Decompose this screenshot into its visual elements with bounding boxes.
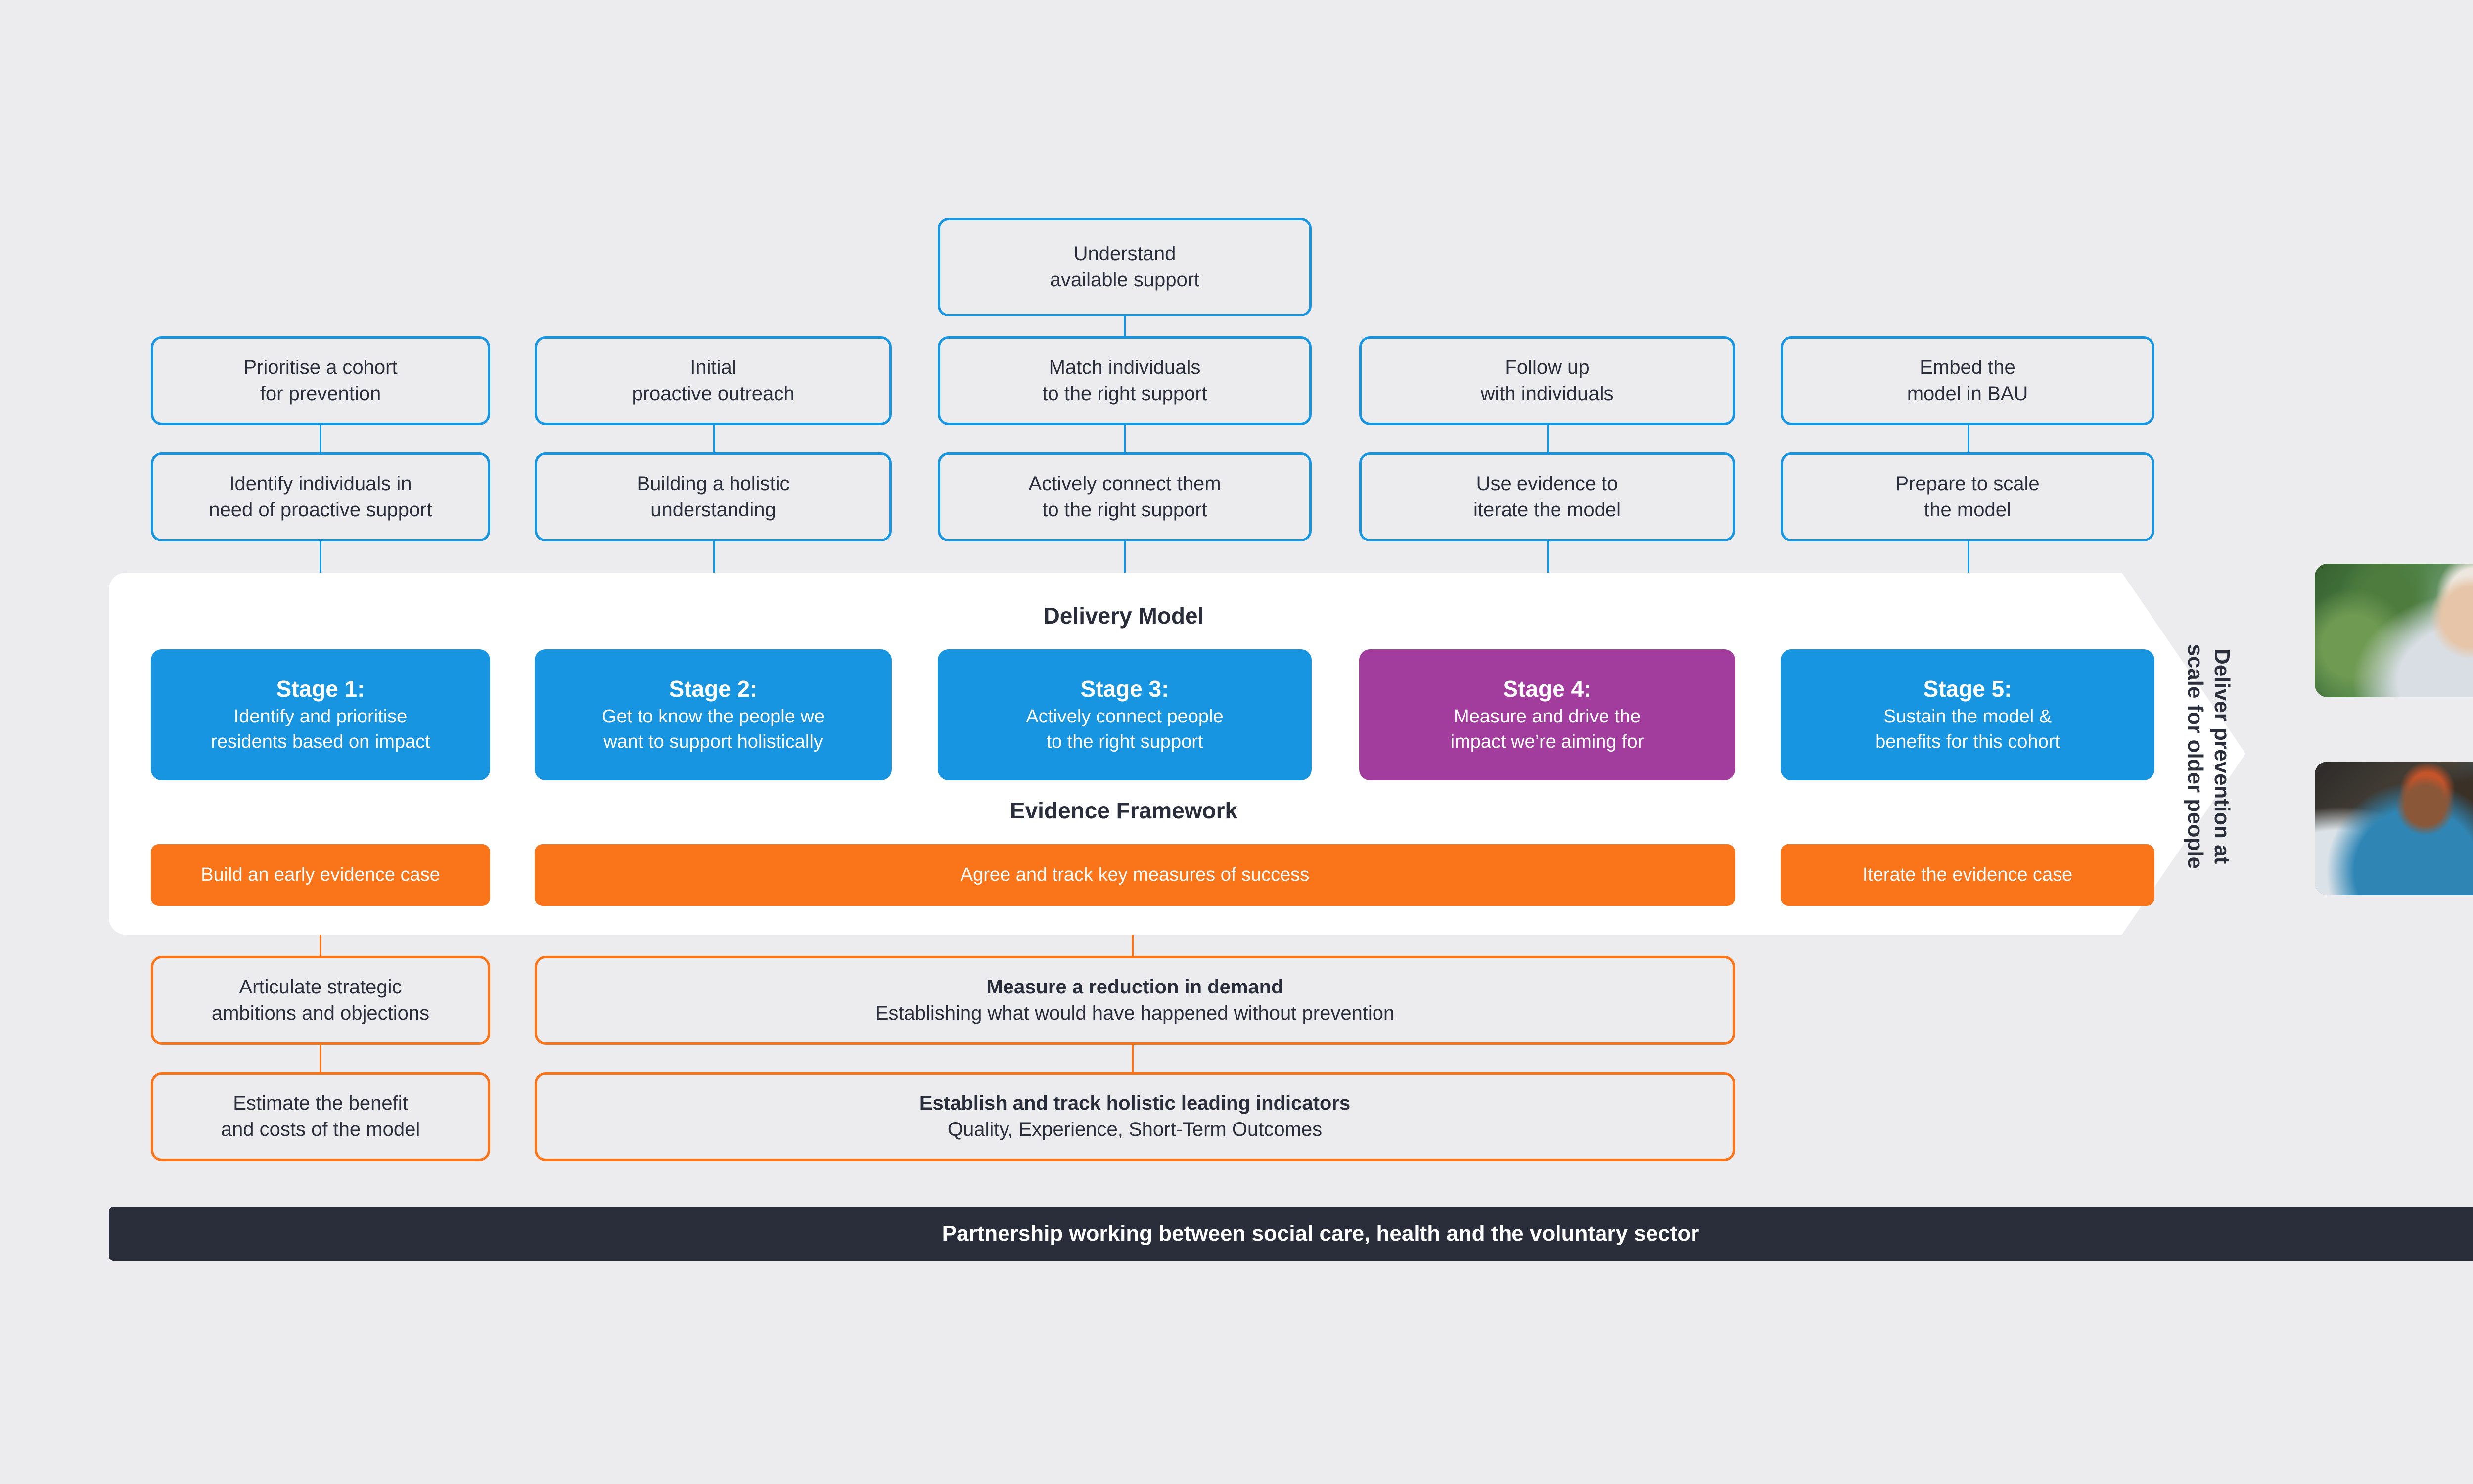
photo-older-woman-with-tablet <box>2315 762 2473 895</box>
journey-top-box-4[interactable]: Follow up with individuals <box>1359 336 1735 425</box>
journey-second-box-2-line1: Building a holistic <box>637 472 790 495</box>
connector-detail-left-link <box>320 1044 321 1089</box>
stage-card-4-line1: Measure and drive the <box>1453 706 1641 727</box>
journey-second-box-4-line1: Use evidence to <box>1476 472 1618 495</box>
journey-top-box-3[interactable]: Match individuals to the right support <box>938 336 1312 425</box>
connector-col4-top-to-second <box>1547 425 1549 470</box>
stage-card-2[interactable]: Stage 2: Get to know the people we want … <box>535 649 892 780</box>
evidence-bar-build-early-case[interactable]: Build an early evidence case <box>151 844 490 906</box>
stage-card-4-line2: impact we’re aiming for <box>1450 731 1644 752</box>
journey-top-box-4-line1: Follow up <box>1505 356 1590 378</box>
connector-detail-wide-link <box>1132 1044 1134 1089</box>
evidence-detail-wide-2[interactable]: Establish and track holistic leading ind… <box>535 1072 1735 1161</box>
evidence-detail-left-2-line1: Estimate the benefit <box>233 1092 408 1114</box>
journey-second-box-4-line2: iterate the model <box>1473 499 1621 521</box>
stage-card-1-line2: residents based on impact <box>211 731 430 752</box>
journey-top-box-4-line2: with individuals <box>1480 383 1614 405</box>
stage-card-4[interactable]: Stage 4: Measure and drive the impact we… <box>1359 649 1735 780</box>
photo-older-man-gardening <box>2315 564 2473 697</box>
photo-older-woman-with-tablet-image <box>2315 762 2473 895</box>
stage-card-5-line1: Sustain the model & <box>1883 706 2052 727</box>
journey-top-box-1[interactable]: Prioritise a cohort for prevention <box>151 336 490 425</box>
journey-second-box-1-line1: Identify individuals in <box>229 472 412 495</box>
journey-second-box-3-line1: Actively connect them <box>1028 472 1221 495</box>
journey-second-box-2-line2: understanding <box>650 499 776 521</box>
stage-card-3-line2: to the right support <box>1046 731 1203 752</box>
journey-second-box-5-line2: the model <box>1924 499 2011 521</box>
journey-top-box-2[interactable]: Initial proactive outreach <box>535 336 892 425</box>
stage-card-5[interactable]: Stage 5: Sustain the model & benefits fo… <box>1781 649 2154 780</box>
evidence-detail-wide-1-sub: Establishing what would have happened wi… <box>875 1002 1395 1024</box>
connector-col1-top-to-second <box>320 425 321 470</box>
stage-card-5-head: Stage 5: <box>1923 676 2012 702</box>
stage-card-1[interactable]: Stage 1: Identify and prioritise residen… <box>151 649 490 780</box>
evidence-detail-left-2-line2: and costs of the model <box>221 1119 420 1140</box>
journey-top-box-2-line2: proactive outreach <box>632 383 795 405</box>
journey-second-box-1-line2: need of proactive support <box>209 499 432 521</box>
journey-top-box-2-line1: Initial <box>690 356 736 378</box>
evidence-detail-wide-1-title: Measure a reduction in demand <box>986 976 1283 998</box>
stage-card-4-head: Stage 4: <box>1503 676 1592 702</box>
stage-card-3-head: Stage 3: <box>1080 676 1169 702</box>
journey-top-box-5[interactable]: Embed the model in BAU <box>1781 336 2154 425</box>
stage-card-2-head: Stage 2: <box>669 676 758 702</box>
vertical-label-line1: Deliver prevention at <box>2209 649 2234 864</box>
stage-card-1-head: Stage 1: <box>276 676 365 702</box>
vertical-label-deliver-prevention: Deliver prevention at scale for older pe… <box>2179 608 2238 905</box>
journey-top-box-1-line2: for prevention <box>260 383 381 405</box>
journey-second-box-5[interactable]: Prepare to scale the model <box>1781 452 2154 541</box>
partnership-banner: Partnership working between social care,… <box>109 1207 2473 1261</box>
stage-card-2-line1: Get to know the people we <box>602 706 824 727</box>
delivery-model-title: Delivery Model <box>1043 603 1204 629</box>
journey-second-box-2[interactable]: Building a holistic understanding <box>535 452 892 541</box>
vertical-label-line2: scale for older people <box>2183 644 2207 869</box>
journey-top-box-3-line1: Match individuals <box>1049 356 1201 378</box>
evidence-bar-iterate-case[interactable]: Iterate the evidence case <box>1781 844 2154 906</box>
connector-col3-top-to-second <box>1124 425 1126 470</box>
journey-top-box-5-line1: Embed the <box>1920 356 2015 378</box>
journey-second-box-3[interactable]: Actively connect them to the right suppo… <box>938 452 1312 541</box>
evidence-framework-title: Evidence Framework <box>1009 798 1238 823</box>
stage-card-3[interactable]: Stage 3: Actively connect people to the … <box>938 649 1312 780</box>
evidence-detail-left-1-line1: Articulate strategic <box>239 976 402 998</box>
journey-top-box-1-line1: Prioritise a cohort <box>243 356 398 378</box>
photo-older-man-gardening-image <box>2315 564 2473 697</box>
stage-card-3-line1: Actively connect people <box>1026 706 1224 727</box>
callout-understand-available-support[interactable]: Understand available support <box>938 218 1312 316</box>
connector-col5-top-to-second <box>1968 425 1969 470</box>
journey-second-box-5-line1: Prepare to scale <box>1895 472 2040 495</box>
evidence-detail-wide-2-sub: Quality, Experience, Short-Term Outcomes <box>947 1119 1323 1140</box>
callout-line2: available support <box>1050 269 1200 291</box>
evidence-detail-left-2[interactable]: Estimate the benefit and costs of the mo… <box>151 1072 490 1161</box>
stage-card-5-line2: benefits for this cohort <box>1875 731 2060 752</box>
journey-top-box-5-line2: model in BAU <box>1907 383 2028 405</box>
evidence-detail-left-1-line2: ambitions and objections <box>211 1002 430 1024</box>
evidence-detail-wide-1[interactable]: Measure a reduction in demand Establishi… <box>535 956 1735 1045</box>
evidence-bar-agree-track-measures[interactable]: Agree and track key measures of success <box>535 844 1735 906</box>
stage-card-1-line1: Identify and prioritise <box>233 706 408 727</box>
connector-col2-top-to-second <box>713 425 715 470</box>
journey-second-box-4[interactable]: Use evidence to iterate the model <box>1359 452 1735 541</box>
journey-top-box-3-line2: to the right support <box>1042 383 1207 405</box>
callout-line1: Understand <box>1073 242 1176 265</box>
evidence-detail-left-1[interactable]: Articulate strategic ambitions and objec… <box>151 956 490 1045</box>
journey-second-box-1[interactable]: Identify individuals in need of proactiv… <box>151 452 490 541</box>
evidence-detail-wide-2-title: Establish and track holistic leading ind… <box>919 1092 1351 1114</box>
stage-card-2-line2: want to support holistically <box>603 731 823 752</box>
journey-second-box-3-line2: to the right support <box>1042 499 1207 521</box>
